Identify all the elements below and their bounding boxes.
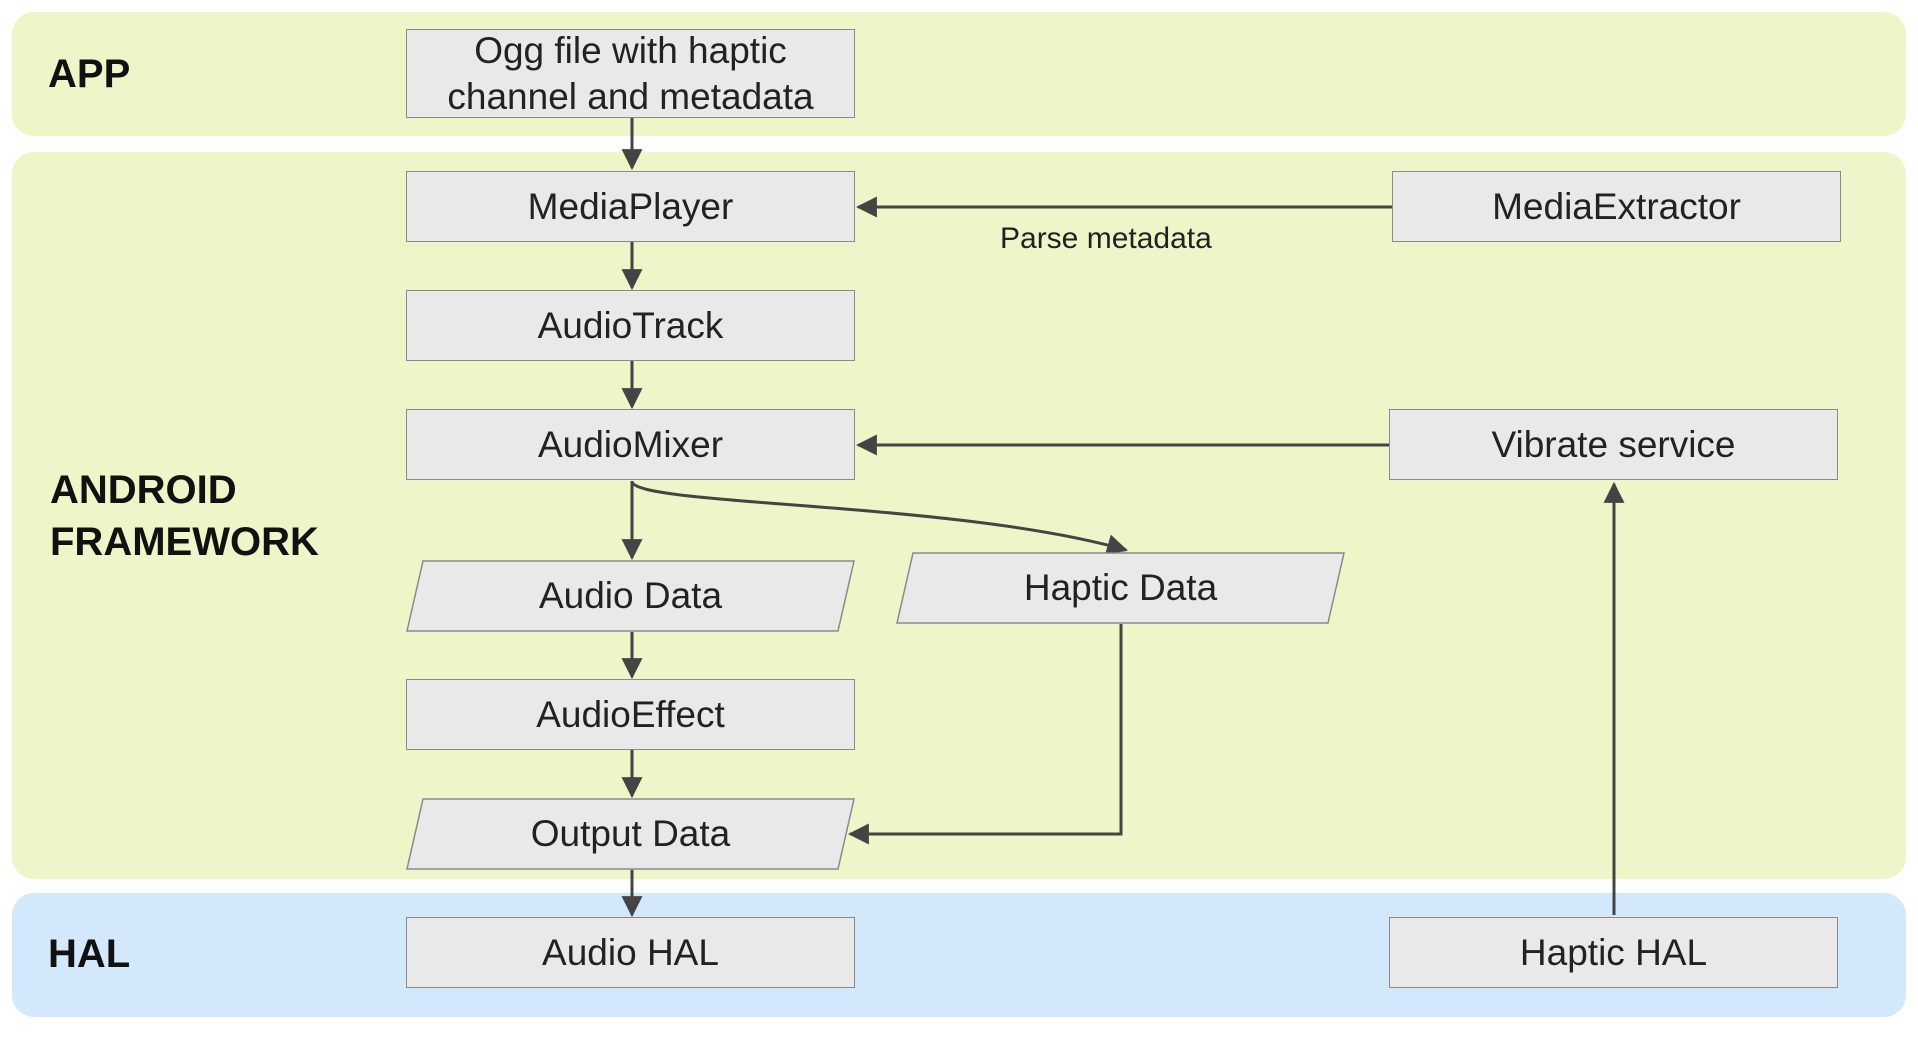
haptic-data-node: Haptic Data (896, 552, 1345, 624)
edge-hapticdata-to-outputdata (847, 624, 1123, 845)
output-data-label: Output Data (530, 813, 731, 854)
mediaextractor-node: MediaExtractor (1392, 171, 1841, 242)
app-layer (12, 12, 1906, 136)
output-data-node: Output Data (406, 798, 855, 870)
mediaplayer-node: MediaPlayer (406, 171, 855, 242)
vibrate-service-node: Vibrate service (1389, 409, 1838, 480)
audio-hal-node: Audio HAL (406, 917, 855, 988)
haptic-data-label: Haptic Data (1023, 567, 1218, 608)
android-framework-layer-label: ANDROID FRAMEWORK (50, 468, 319, 564)
haptic-hal-node: Haptic HAL (1389, 917, 1838, 988)
output-data-shape (406, 798, 855, 870)
audio-data-shape (406, 560, 855, 632)
haptic-data-shape (896, 552, 1345, 624)
audioeffect-node: AudioEffect (406, 679, 855, 750)
audiomixer-node: AudioMixer (406, 409, 855, 480)
hal-layer-label: HAL (48, 932, 131, 976)
edge-audiomixer-to-hapticdata (630, 481, 1129, 555)
ogg-file-node: Ogg file with haptic channel and metadat… (406, 29, 855, 118)
parse-metadata-label: Parse metadata (1000, 222, 1212, 255)
audiotrack-node: AudioTrack (406, 290, 855, 361)
android-framework-layer (12, 152, 1906, 879)
audio-data-label: Audio Data (538, 575, 723, 616)
app-layer-label: APP (48, 52, 131, 96)
audio-data-node: Audio Data (406, 560, 855, 632)
